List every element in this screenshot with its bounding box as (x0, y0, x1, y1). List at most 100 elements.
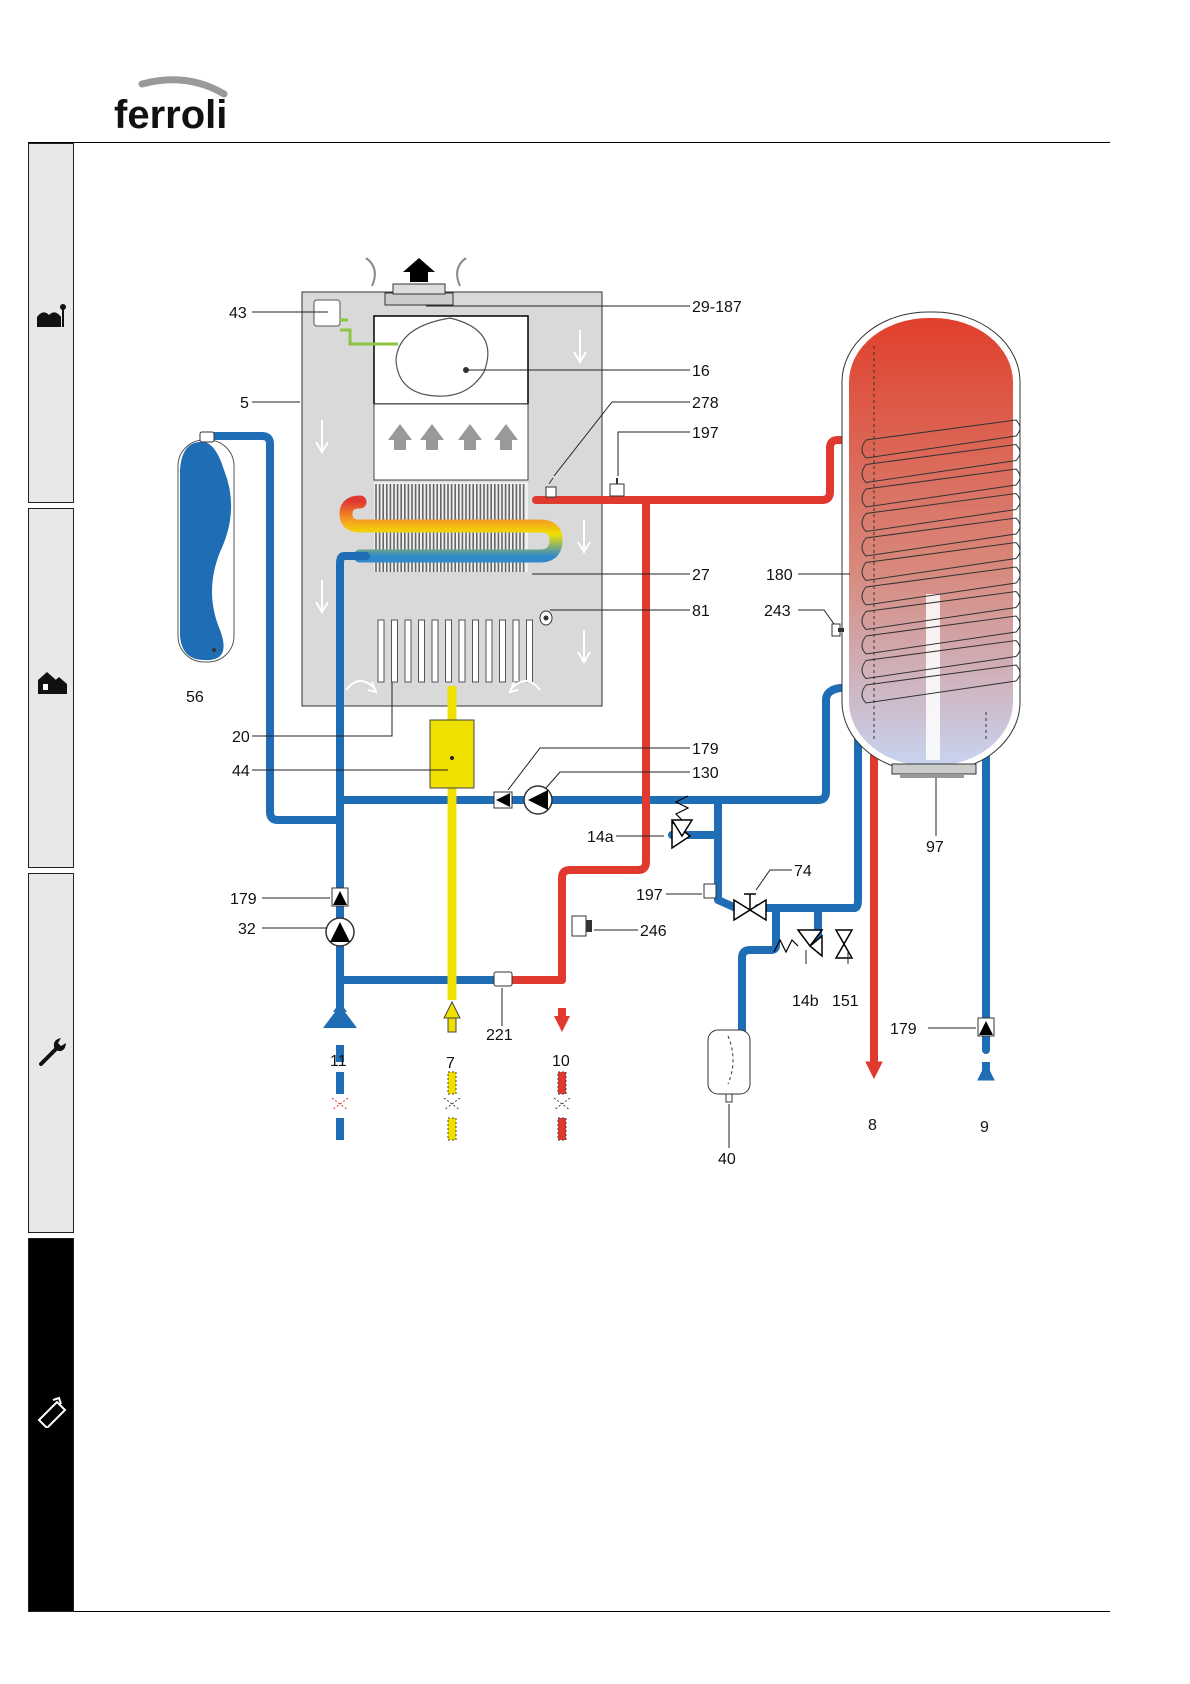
tab-user-section[interactable] (28, 143, 74, 503)
burner-ramp (458, 619, 466, 683)
check-valve-179-b (331, 887, 349, 907)
three-way-valve-74 (733, 893, 767, 922)
label-179-right: 179 (890, 1021, 917, 1038)
label-5: 5 (240, 395, 249, 412)
bypass-221 (493, 971, 513, 987)
burner-ramp (499, 619, 506, 683)
label-81: 81 (692, 603, 710, 620)
label-9: 9 (980, 1119, 989, 1136)
wrench-icon (39, 1038, 66, 1066)
coil-turn (861, 517, 1021, 557)
air-intake-arrow-right (456, 257, 467, 287)
label-56: 56 (186, 689, 204, 706)
label-180: 180 (766, 567, 793, 584)
coil-turn (861, 443, 1021, 484)
burner-ramp (445, 619, 452, 683)
cold-pipes (202, 432, 990, 1054)
coil-turn (861, 541, 1021, 582)
heat-exchanger-27 (339, 482, 563, 572)
label-151: 151 (832, 993, 859, 1010)
pump-32 (325, 917, 355, 947)
exhaust-arrow (403, 258, 435, 282)
label-44: 44 (232, 763, 250, 780)
leader-lines (252, 305, 976, 1148)
check-valve-179-a (493, 791, 513, 809)
pressure-tube (340, 318, 398, 346)
label-197-b: 197 (636, 887, 663, 904)
connection-11 (323, 1002, 357, 1140)
drain-cock-151 (834, 929, 854, 959)
pump-130 (523, 785, 553, 815)
header-rule (28, 142, 1110, 143)
coil-turn (861, 615, 1021, 655)
user-house-icon (37, 304, 66, 327)
label-179-left: 179 (230, 891, 257, 908)
air-flow-arrows (315, 330, 591, 694)
label-197: 197 (692, 425, 719, 442)
tank-coil-180 (861, 419, 1021, 704)
tab-installer-section[interactable] (28, 508, 74, 868)
safety-thermostat-278 (545, 477, 557, 498)
hot-pipes (496, 436, 878, 1066)
installer-house-icon (38, 672, 67, 694)
brand-name: ferroli (114, 93, 227, 136)
burner-ramp (526, 619, 533, 683)
cold-pipe-stubs (336, 1045, 990, 1080)
label-14a: 14a (587, 829, 614, 846)
section-sidebar (28, 143, 75, 1612)
temperature-sensor-243 (831, 623, 844, 637)
air-pressure-switch-43 (313, 299, 341, 327)
coil-turn (861, 419, 1021, 459)
coil-turn (861, 468, 1021, 508)
tab-technical-data-section[interactable] (28, 1238, 74, 1612)
label-43: 43 (229, 305, 247, 322)
ignition-electrode-81 (539, 610, 553, 626)
burner-ramp (418, 619, 425, 683)
label-243: 243 (764, 603, 791, 620)
label-130: 130 (692, 765, 719, 782)
clipboard-icon (37, 1396, 67, 1428)
label-8: 8 (868, 1117, 877, 1134)
label-221: 221 (486, 1027, 513, 1044)
label-40: 40 (718, 1151, 736, 1168)
dhw-expansion-vessel-40 (707, 1029, 751, 1103)
label-14b: 14b (792, 993, 819, 1010)
burner-ramp (431, 619, 439, 683)
burner-ramp (472, 619, 479, 683)
label-97: 97 (926, 839, 944, 856)
dhw-storage-tank (841, 311, 1021, 778)
burner-ramp (391, 619, 398, 683)
label-27: 27 (692, 567, 710, 584)
label-246: 246 (640, 923, 667, 940)
burner-20 (377, 619, 533, 683)
callout-labels: 43 29-187 16 5 278 197 27 180 81 243 56 … (186, 299, 989, 1168)
safety-valve-14a (670, 795, 694, 850)
fan-16 (373, 315, 529, 405)
burner-ramp (377, 619, 385, 683)
connection-7 (443, 1000, 461, 1141)
label-11: 11 (330, 1053, 347, 1070)
label-29-187: 29-187 (692, 299, 742, 316)
label-7: 7 (446, 1055, 455, 1072)
safety-valve-14b (773, 929, 824, 958)
footer-rule (28, 1611, 1110, 1612)
label-32: 32 (238, 921, 256, 938)
connection-10 (553, 1008, 571, 1141)
connection-8 (865, 1061, 883, 1080)
expansion-vessel-56 (177, 431, 235, 663)
label-20: 20 (232, 729, 250, 746)
burner-ramp (404, 619, 412, 683)
coil-turn (861, 590, 1021, 631)
air-intake-arrow-left (365, 257, 376, 287)
coil-turn (861, 492, 1021, 533)
check-valve-179-c (977, 1017, 995, 1037)
burner-ramp (512, 619, 520, 683)
flow-sensor-197 (609, 483, 625, 497)
coil-turn (861, 566, 1021, 606)
tab-service-section[interactable] (28, 873, 74, 1233)
gas-valve-44 (429, 719, 475, 789)
label-10: 10 (552, 1053, 570, 1070)
flow-sensor-197-b (703, 883, 717, 899)
connection-9 (977, 1062, 995, 1081)
